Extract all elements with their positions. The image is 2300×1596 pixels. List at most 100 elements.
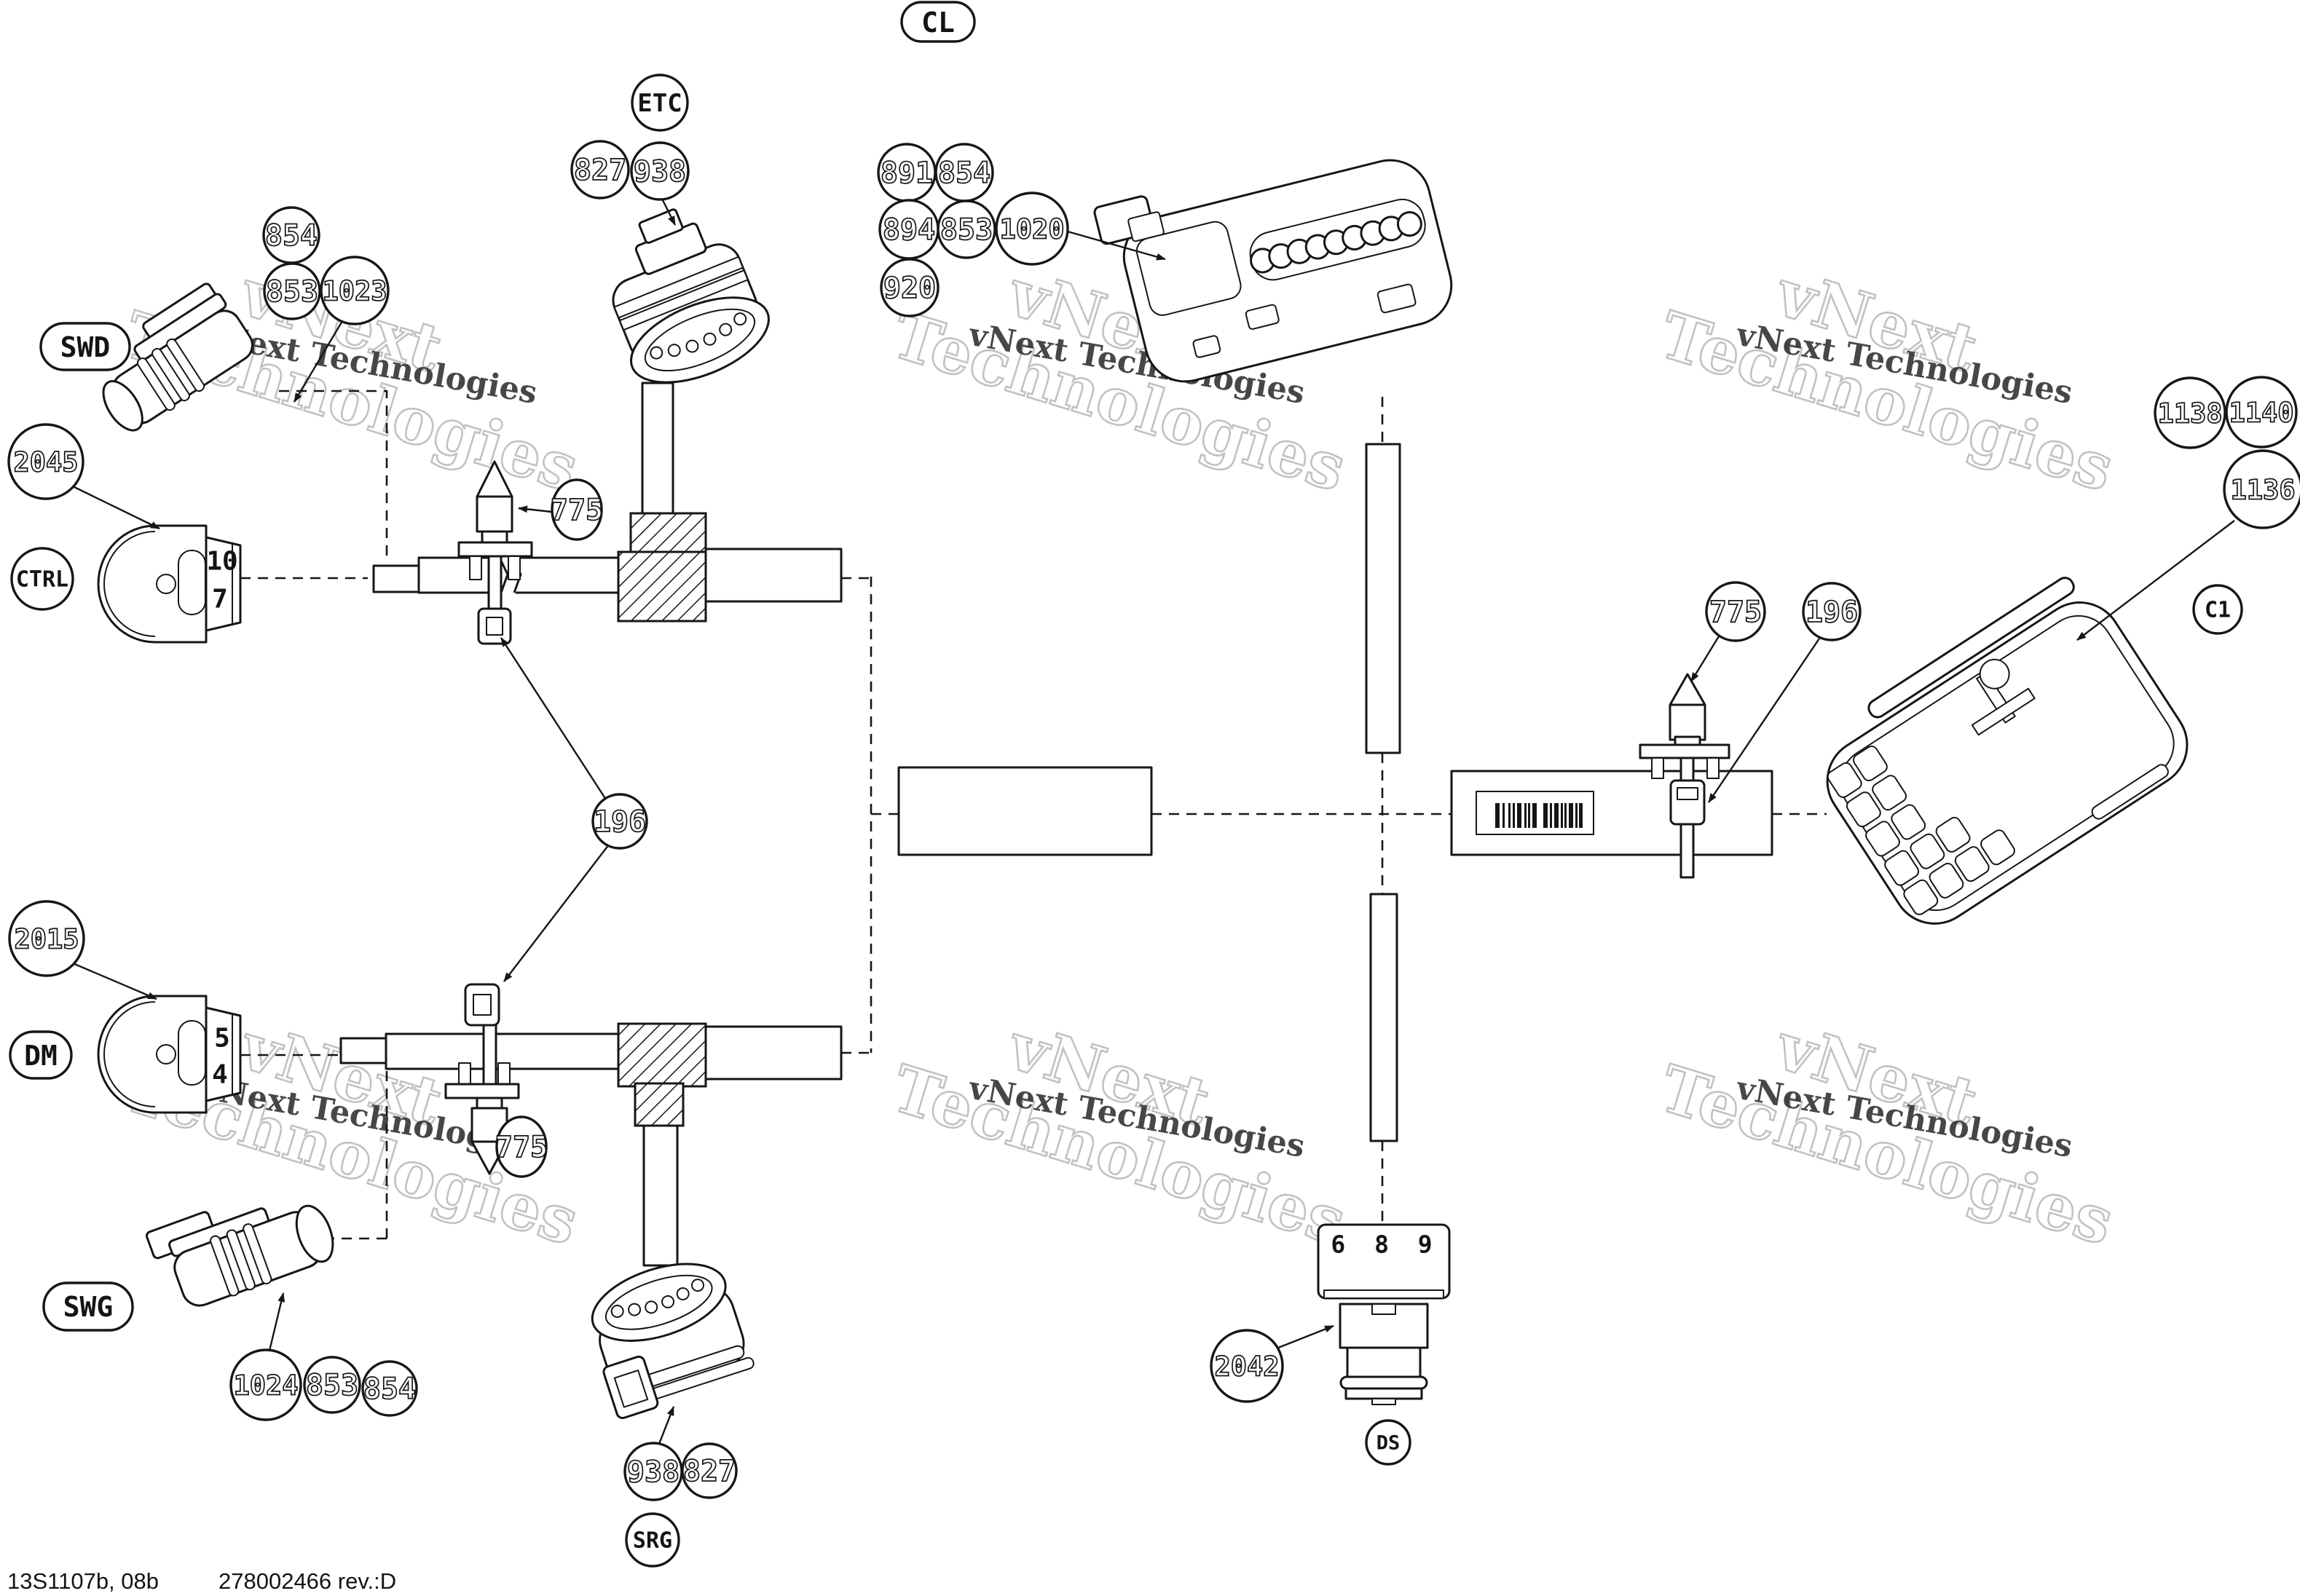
callout-bubbles: ETC 827 938 854 853 1023 2045 2015 775 1… [7, 1, 2300, 1568]
label-swd: SWD [39, 322, 131, 371]
clip-flange [444, 1083, 520, 1099]
leader-2045-ctrl [72, 485, 160, 530]
svg-text:2015: 2015 [14, 924, 79, 955]
callout-c1: C1 [2192, 584, 2243, 635]
callout-853-swg: 853 [303, 1356, 361, 1414]
leader-196-lower [503, 844, 610, 982]
callout-srg: SRG [625, 1512, 680, 1568]
ds-pin-row: 6 8 9 [1331, 1230, 1439, 1259]
callout-ctrl: CTRL [10, 547, 74, 611]
dm-pin-4: 4 [212, 1060, 228, 1090]
dash-swd-branch [279, 390, 388, 556]
svg-text:2042: 2042 [1214, 1351, 1279, 1383]
clip-assembly-lower [444, 983, 520, 1175]
footer: 13S1107b, 08b 278002466 rev.:D [7, 1568, 396, 1594]
tube-upper-left-end [372, 564, 420, 593]
svg-text:894: 894 [883, 213, 935, 247]
barcode-bars [1495, 803, 1583, 828]
leader-1023-swd [293, 320, 344, 403]
svg-text:196: 196 [1805, 596, 1858, 629]
callout-775-right: 775 [1705, 581, 1766, 642]
svg-text:891: 891 [881, 157, 933, 190]
svg-text:853: 853 [266, 275, 318, 309]
svg-text:827: 827 [574, 154, 626, 187]
callout-196-left: 196 [591, 793, 648, 850]
ctrl-pin-7: 7 [212, 585, 228, 615]
svg-text:775: 775 [551, 494, 603, 527]
svg-text:2045: 2045 [13, 447, 78, 478]
swd-connector-drawing [102, 283, 253, 432]
clip-bracket [1706, 757, 1720, 779]
svg-text:1140: 1140 [2229, 398, 2293, 429]
hatch-block-upper [617, 550, 707, 623]
svg-text:SRG: SRG [633, 1528, 672, 1554]
callout-853-left: 853 [263, 262, 321, 320]
leader-196-upper [500, 637, 607, 800]
clip-flange [1639, 743, 1730, 759]
leader-1020-cl [1067, 230, 1166, 261]
clip-retainer-slot [1677, 787, 1698, 800]
leader-2015-dm [72, 962, 157, 1000]
leader-1024-swg [268, 1292, 285, 1351]
callout-ds: DS [1365, 1419, 1411, 1466]
callout-827-srg: 827 [681, 1442, 738, 1499]
svg-text:853: 853 [940, 213, 993, 247]
callout-894: 894 [878, 199, 940, 260]
clip-body [1669, 703, 1706, 741]
svg-text:938: 938 [634, 155, 686, 189]
callout-196-right: 196 [1802, 582, 1862, 641]
callout-1023: 1023 [320, 256, 390, 325]
barcode-box [1450, 770, 1773, 856]
callout-853-cl: 853 [937, 200, 996, 259]
svg-text:853: 853 [306, 1369, 358, 1402]
svg-text:827: 827 [683, 1455, 736, 1488]
tube-lower-left-end [339, 1037, 387, 1064]
clip-stem [482, 1018, 497, 1092]
svg-text:ETC: ETC [637, 89, 682, 118]
clip-bracket [508, 556, 521, 580]
tube-etc-vertical [641, 382, 674, 521]
callout-854-left: 854 [262, 206, 320, 264]
hatch-block-lower-tab [634, 1082, 685, 1127]
callout-938-srg: 938 [623, 1442, 683, 1501]
clip-retainer-slot [473, 994, 492, 1016]
svg-text:C1: C1 [2205, 598, 2231, 623]
label-dm: DM [9, 1030, 73, 1080]
footer-doc-id: 13S1107b, 08b [7, 1568, 159, 1594]
callout-1138: 1138 [2154, 376, 2226, 449]
clip-retainer-slot [486, 617, 503, 636]
srg-connector-drawing [591, 1263, 755, 1420]
clip-bracket [469, 556, 482, 580]
leader-938-etc [661, 198, 677, 226]
callout-etc: ETC [631, 74, 689, 132]
label-cl: CL [900, 1, 976, 43]
label-swg: SWG [42, 1281, 134, 1332]
ctrl-connector-drawing: 10 7 [97, 524, 242, 644]
footer-part-number: 278002466 rev.:D [218, 1568, 396, 1594]
ctrl-pin-10: 10 [206, 547, 237, 577]
svg-text:854: 854 [363, 1372, 416, 1406]
svg-text:CTRL: CTRL [16, 567, 68, 593]
clip-body [476, 495, 513, 533]
callout-891: 891 [877, 143, 937, 202]
harness-tubes [339, 382, 1773, 1267]
hatch-block-lower [617, 1022, 707, 1088]
callout-2042: 2042 [1210, 1329, 1284, 1403]
leader-196-right [1708, 636, 1822, 803]
svg-text:854: 854 [938, 157, 991, 190]
svg-text:1024: 1024 [233, 1370, 298, 1402]
callout-2015: 2015 [8, 900, 85, 977]
svg-text:SWG: SWG [63, 1291, 114, 1323]
svg-text:1138: 1138 [2157, 398, 2222, 430]
clip-flange [457, 541, 533, 558]
clip-neck [476, 1097, 503, 1110]
callout-827-top: 827 [570, 140, 630, 200]
callout-1020: 1020 [995, 191, 1069, 266]
clip-bracket [497, 1062, 511, 1086]
callout-1136: 1136 [2223, 449, 2300, 529]
leader-2042-ds [1277, 1324, 1334, 1349]
